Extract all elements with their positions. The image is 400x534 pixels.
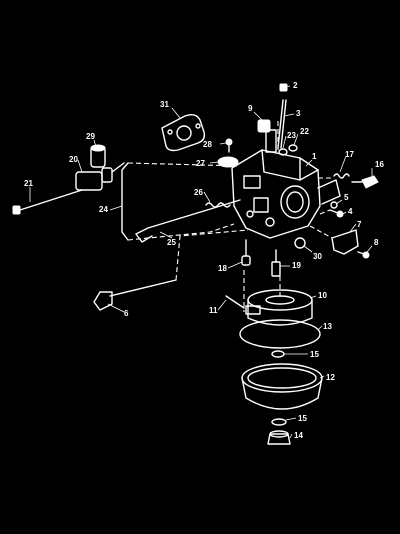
part-inlet-29 (90, 144, 106, 168)
part-washer-15-lower (271, 418, 287, 426)
part-screw-16 (351, 175, 379, 189)
part-screw-3 (277, 99, 287, 149)
callout-25: 25 (167, 238, 176, 247)
callout-15-lower: 15 (298, 414, 307, 423)
callout-22: 22 (300, 127, 309, 136)
part-plug-30 (294, 237, 306, 249)
part-fitting-20 (75, 162, 125, 191)
callout-1: 1 (312, 152, 317, 161)
callout-23: 23 (287, 131, 296, 140)
callout-12: 12 (326, 373, 335, 382)
part-pin-11 (225, 295, 245, 309)
callout-labels: 2 3 9 31 23 22 28 29 20 27 1 17 16 21 26… (24, 81, 384, 440)
callout-18: 18 (218, 264, 227, 273)
callout-24: 24 (99, 205, 108, 214)
part-spring-26 (205, 202, 231, 208)
callout-6: 6 (124, 309, 129, 318)
part-bracket-7 (331, 229, 359, 255)
part-gasket-13 (239, 319, 321, 349)
callout-17: 17 (345, 150, 354, 159)
part-screw-21 (12, 189, 83, 215)
callout-29: 29 (86, 132, 95, 141)
part-screw-8 (357, 251, 370, 259)
part-needle-18 (241, 239, 251, 266)
part-screw-4 (329, 209, 344, 218)
part-float-10 (245, 289, 313, 326)
callout-31: 31 (160, 100, 169, 109)
part-spring-17 (333, 173, 350, 179)
callout-9: 9 (248, 104, 253, 113)
callout-16: 16 (375, 160, 384, 169)
callout-7: 7 (357, 220, 362, 229)
part-nut-14 (267, 430, 291, 445)
part-washer-5 (330, 201, 338, 209)
callout-15-upper: 15 (310, 350, 319, 359)
callout-5: 5 (344, 193, 349, 202)
part-jet-19 (271, 249, 281, 277)
part-rod-24 (121, 162, 129, 241)
part-gasket-31 (161, 113, 206, 152)
callout-3: 3 (296, 109, 301, 118)
assembly-dashed-lines (127, 118, 334, 312)
callout-27: 27 (196, 159, 205, 168)
callout-8: 8 (374, 238, 379, 247)
callout-2: 2 (293, 81, 298, 90)
part-choke-shaft-6 (93, 279, 177, 311)
part-cap-2 (279, 83, 288, 92)
callout-14: 14 (294, 431, 303, 440)
callout-13: 13 (323, 322, 332, 331)
callout-19: 19 (292, 261, 301, 270)
callout-21: 21 (24, 179, 33, 188)
callout-26: 26 (194, 188, 203, 197)
callout-leaders (29, 85, 373, 439)
callout-11: 11 (209, 306, 218, 315)
callout-10: 10 (318, 291, 327, 300)
part-screw-28 (225, 138, 233, 153)
part-carburetor-body-1 (231, 129, 341, 239)
part-washer-15-upper (271, 350, 285, 358)
callout-28: 28 (203, 140, 212, 149)
part-bowl-12 (241, 363, 323, 410)
callout-20: 20 (69, 155, 78, 164)
callout-30: 30 (313, 252, 322, 261)
callout-4: 4 (348, 207, 353, 216)
part-bushing-9 (257, 119, 271, 133)
